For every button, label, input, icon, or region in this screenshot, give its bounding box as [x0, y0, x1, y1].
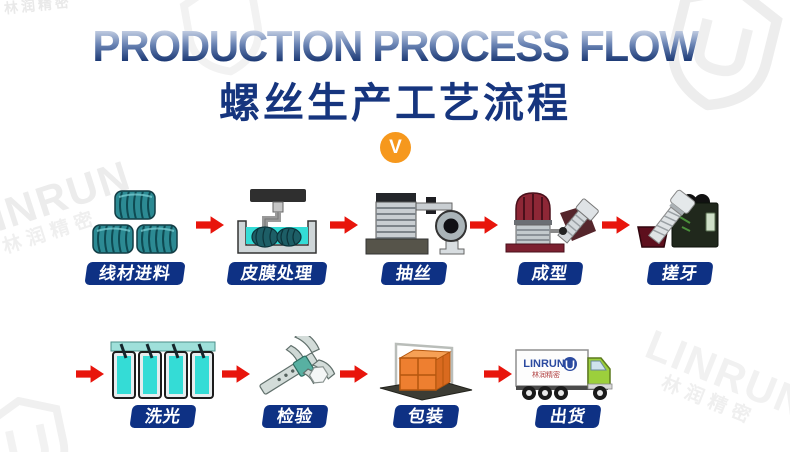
flow-arrow-icon	[484, 365, 512, 383]
step-washing: 洗光	[105, 336, 221, 428]
page-title-zh: 螺丝生产工艺流程	[219, 80, 571, 126]
step-label: 皮膜处理	[226, 262, 328, 285]
watermark-shield-icon	[0, 396, 69, 452]
truck-logo-text: LINRUN	[523, 358, 565, 370]
watermark-brand-bottomright: LINRUN 林润精密	[632, 320, 790, 445]
step-label: 包装	[392, 405, 460, 428]
step-wire-feeding: 线材进料	[75, 183, 195, 285]
packaging-icon	[379, 342, 473, 401]
step-label: 线材进料	[84, 262, 186, 285]
down-arrow-marker: V	[380, 132, 411, 163]
step-label: 抽丝	[380, 262, 448, 285]
step-inspection: 检验	[251, 336, 339, 428]
step-film-treatment: 皮膜处理	[225, 183, 329, 285]
wire-coils-icon	[92, 190, 178, 254]
step-thread-rolling: 搓牙	[631, 183, 729, 285]
washing-icon	[110, 341, 216, 399]
flow-arrow-icon	[76, 365, 104, 383]
process-row-1: 线材进料	[75, 183, 729, 285]
step-label: 搓牙	[646, 262, 714, 285]
step-label: 成型	[516, 262, 584, 285]
flow-arrow-icon	[602, 216, 630, 234]
step-shipping: LINRUN 林润精密 出货	[513, 336, 623, 428]
step-label: 检验	[261, 405, 329, 428]
watermark-shield-icon	[668, 0, 783, 111]
step-forming: 成型	[499, 183, 601, 285]
down-arrow-glyph: V	[389, 136, 402, 158]
process-row-2: 洗光	[75, 336, 623, 428]
film-treatment-icon	[237, 189, 317, 254]
flow-arrow-icon	[340, 365, 368, 383]
step-packaging: 包装	[369, 336, 483, 428]
watermark-brand-en: LINRUN	[639, 320, 790, 429]
step-label: 出货	[534, 405, 602, 428]
truck-logo-subtext: 林润精密	[532, 370, 560, 379]
watermark-brand-zh: 林润精密	[658, 372, 759, 430]
flow-arrow-icon	[330, 216, 358, 234]
inspection-icon	[259, 336, 336, 395]
forming-icon	[505, 192, 599, 253]
thread-rolling-icon	[637, 189, 719, 248]
flow-arrow-icon	[470, 216, 498, 234]
page-title-en: PRODUCTION PROCESS FLOW	[16, 22, 774, 72]
step-label: 洗光	[129, 405, 197, 428]
step-wire-drawing: 抽丝	[359, 183, 469, 285]
flow-arrow-icon	[222, 365, 250, 383]
watermark-brand-zh-topleft: 林润精密	[3, 0, 73, 17]
wire-drawing-icon	[365, 193, 467, 255]
flow-arrow-icon	[196, 216, 224, 234]
shipping-icon: LINRUN 林润精密	[515, 349, 613, 400]
watermark-shield-icon	[179, 0, 263, 76]
